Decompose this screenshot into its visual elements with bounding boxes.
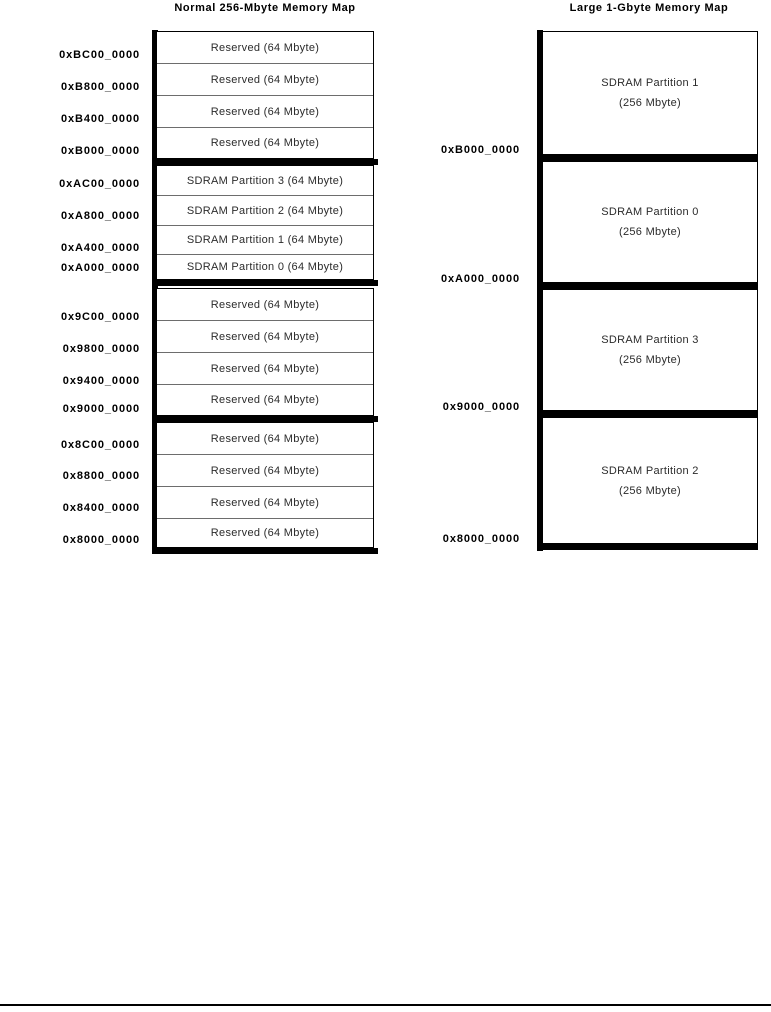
right-map-bottom-bar xyxy=(537,544,758,550)
address-label-left-14: 0x8400_0000 xyxy=(62,502,140,514)
memory-row-label: Reserved (64 Mbyte) xyxy=(210,105,320,118)
memory-block-name: SDRAM Partition 2 xyxy=(601,464,699,477)
memory-row[interactable]: Reserved (64 Mbyte) xyxy=(157,423,373,455)
memory-row-label: Reserved (64 Mbyte) xyxy=(210,394,320,406)
memory-row-label: SDRAM Partition 2 (64 Mbyte) xyxy=(186,204,344,217)
footer-divider xyxy=(0,1004,771,1006)
memory-block-name: SDRAM Partition 3 xyxy=(601,334,699,346)
address-label-left-2: 0xB400_0000 xyxy=(60,113,140,125)
address-label-left-1: 0xB800_0000 xyxy=(60,81,140,93)
memory-row[interactable]: Reserved (64 Mbyte) xyxy=(157,289,373,321)
memory-row[interactable]: Reserved (64 Mbyte) xyxy=(157,385,373,415)
memory-row[interactable]: Reserved (64 Mbyte) xyxy=(157,32,373,64)
memory-block-size: (256 Mbyte) xyxy=(619,484,681,497)
memory-row[interactable]: SDRAM Partition 3 (64 Mbyte) xyxy=(157,166,373,196)
address-label-left-15: 0x8000_0000 xyxy=(62,534,140,546)
memory-row[interactable]: SDRAM Partition 0 (64 Mbyte) xyxy=(157,255,373,279)
address-label-left-0: 0xBC00_0000 xyxy=(59,49,140,61)
address-label-left-10: 0x9400_0000 xyxy=(62,375,140,387)
left-map-group-3: Reserved (64 Mbyte) Reserved (64 Mbyte) … xyxy=(156,422,374,548)
left-map-group-0: Reserved (64 Mbyte) Reserved (64 Mbyte) … xyxy=(156,31,374,159)
address-label-right-3: 0x8000_0000 xyxy=(442,533,520,545)
memory-row[interactable]: Reserved (64 Mbyte) xyxy=(157,487,373,519)
left-map-group-2: Reserved (64 Mbyte) Reserved (64 Mbyte) … xyxy=(156,288,374,416)
right-map-separator-2 xyxy=(537,411,758,417)
memory-row-label: SDRAM Partition 1 (64 Mbyte) xyxy=(186,234,344,246)
memory-row-label: Reserved (64 Mbyte) xyxy=(210,41,320,54)
memory-row-label: Reserved (64 Mbyte) xyxy=(210,527,320,539)
memory-row-label: SDRAM Partition 3 (64 Mbyte) xyxy=(186,174,344,187)
address-label-left-13: 0x8800_0000 xyxy=(62,470,140,482)
memory-row[interactable]: Reserved (64 Mbyte) xyxy=(157,519,373,547)
memory-row[interactable]: Reserved (64 Mbyte) xyxy=(157,353,373,385)
right-map-spine xyxy=(537,30,543,551)
memory-row[interactable]: Reserved (64 Mbyte) xyxy=(157,128,373,158)
memory-row[interactable]: SDRAM Partition 1 (64 Mbyte) xyxy=(157,226,373,255)
right-map-separator-0 xyxy=(537,155,758,161)
left-map-group-separator-2 xyxy=(152,416,378,422)
address-label-left-5: 0xA800_0000 xyxy=(60,210,140,222)
memory-block-partition-2[interactable]: SDRAM Partition 2 (256 Mbyte) xyxy=(542,417,758,544)
memory-row[interactable]: SDRAM Partition 2 (64 Mbyte) xyxy=(157,196,373,226)
memory-row[interactable]: Reserved (64 Mbyte) xyxy=(157,321,373,353)
address-label-left-9: 0x9800_0000 xyxy=(62,343,140,355)
memory-block-partition-1[interactable]: SDRAM Partition 1 (256 Mbyte) xyxy=(542,31,758,155)
memory-block-size: (256 Mbyte) xyxy=(619,97,681,109)
memory-row-label: Reserved (64 Mbyte) xyxy=(210,432,320,445)
memory-row-label: Reserved (64 Mbyte) xyxy=(210,496,320,509)
left-map-bottom-bar xyxy=(152,548,378,554)
memory-row[interactable]: Reserved (64 Mbyte) xyxy=(157,96,373,128)
memory-row-label: Reserved (64 Mbyte) xyxy=(210,137,320,149)
left-map-group-separator-0 xyxy=(152,159,378,165)
address-label-left-12: 0x8C00_0000 xyxy=(60,439,140,451)
memory-block-partition-0[interactable]: SDRAM Partition 0 (256 Mbyte) xyxy=(542,161,758,283)
memory-block-name: SDRAM Partition 1 xyxy=(601,77,699,89)
address-label-left-8: 0x9C00_0000 xyxy=(60,311,140,323)
memory-block-size: (256 Mbyte) xyxy=(619,226,681,238)
memory-row[interactable]: Reserved (64 Mbyte) xyxy=(157,455,373,487)
left-map-spine xyxy=(152,30,158,552)
memory-row-label: SDRAM Partition 0 (64 Mbyte) xyxy=(186,261,344,273)
right-map-title: Large 1-Gbyte Memory Map xyxy=(569,2,729,14)
address-label-right-2: 0x9000_0000 xyxy=(442,401,520,413)
address-label-left-11: 0x9000_0000 xyxy=(62,403,140,415)
memory-block-partition-3[interactable]: SDRAM Partition 3 (256 Mbyte) xyxy=(542,289,758,411)
memory-block-name: SDRAM Partition 0 xyxy=(601,206,699,218)
address-label-left-6: 0xA400_0000 xyxy=(60,242,140,254)
address-label-right-1: 0xA000_0000 xyxy=(440,273,520,285)
memory-row-label: Reserved (64 Mbyte) xyxy=(210,298,320,311)
address-label-left-4: 0xAC00_0000 xyxy=(59,178,140,190)
left-map-title: Normal 256-Mbyte Memory Map xyxy=(174,2,356,14)
address-label-right-0: 0xB000_0000 xyxy=(440,144,520,156)
memory-block-size: (256 Mbyte) xyxy=(619,354,681,366)
memory-row-label: Reserved (64 Mbyte) xyxy=(210,362,320,375)
memory-row-label: Reserved (64 Mbyte) xyxy=(210,464,320,477)
memory-row-label: Reserved (64 Mbyte) xyxy=(210,330,320,343)
address-label-left-7: 0xA000_0000 xyxy=(60,262,140,274)
left-map-group-separator-1 xyxy=(152,280,378,286)
right-map-separator-1 xyxy=(537,283,758,289)
left-map-group-1: SDRAM Partition 3 (64 Mbyte) SDRAM Parti… xyxy=(156,165,374,280)
address-label-left-3: 0xB000_0000 xyxy=(60,145,140,157)
memory-row[interactable]: Reserved (64 Mbyte) xyxy=(157,64,373,96)
memory-row-label: Reserved (64 Mbyte) xyxy=(210,73,320,86)
